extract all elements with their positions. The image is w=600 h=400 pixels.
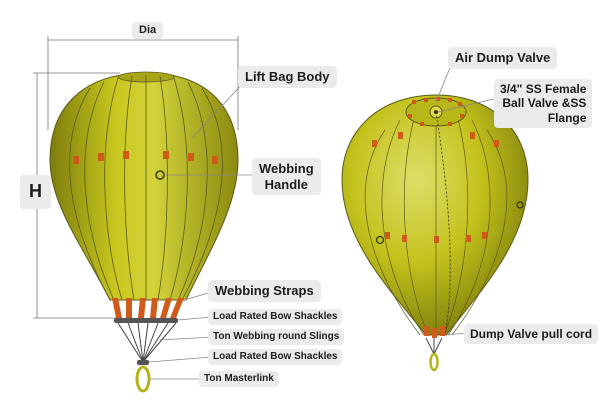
flange-tabs [408, 97, 464, 126]
masterlink-right [429, 352, 439, 372]
diameter-label: Dia [132, 22, 164, 40]
round-slings-left [117, 322, 177, 363]
callout-air-dump-valve: Air Dump Valve [448, 47, 558, 69]
lift-bag-body-right [341, 94, 529, 336]
webbing-handle-right-1 [375, 235, 385, 245]
callout-ss-female-ball-valve: 3/4" SS Female Ball Valve &SS Flange [494, 79, 593, 129]
slings-right [425, 337, 443, 355]
webbing-tabs-left [73, 151, 218, 164]
callout-dump-valve-pull-cord: Dump Valve pull cord [464, 324, 599, 345]
leader-lines [148, 62, 499, 380]
callout-ton-masterlink: Ton Masterlink [199, 371, 279, 387]
gore-lines-right [364, 114, 508, 336]
callout-load-rated-bow-shackles-top: Load Rated Bow Shackles [208, 309, 343, 325]
gore-lines-left [69, 75, 223, 301]
callout-load-rated-bow-shackles-bottom: Load Rated Bow Shackles [208, 349, 343, 365]
webbing-tabs-right [372, 132, 499, 243]
masterlink-left [135, 365, 151, 393]
callout-webbing-straps: Webbing Straps [208, 280, 321, 302]
shackle-row-bottom-left [137, 360, 149, 365]
callout-webbing-handle: Webbing Handle [252, 158, 321, 196]
height-label: H [20, 175, 51, 209]
callout-ton-webbing-round-slings: Ton Webbing round Slings [208, 329, 345, 345]
webbing-straps-left [112, 298, 184, 318]
pull-cord [435, 111, 451, 336]
lift-bag-body-left [49, 72, 239, 301]
webbing-straps-right [424, 326, 445, 338]
webbing-handle-right-2 [516, 201, 524, 209]
lift-bag-left [49, 71, 239, 393]
lift-bag-right [341, 94, 529, 372]
shackle-row-top-left [114, 318, 178, 323]
callout-lift-bag-body: Lift Bag Body [238, 66, 337, 88]
